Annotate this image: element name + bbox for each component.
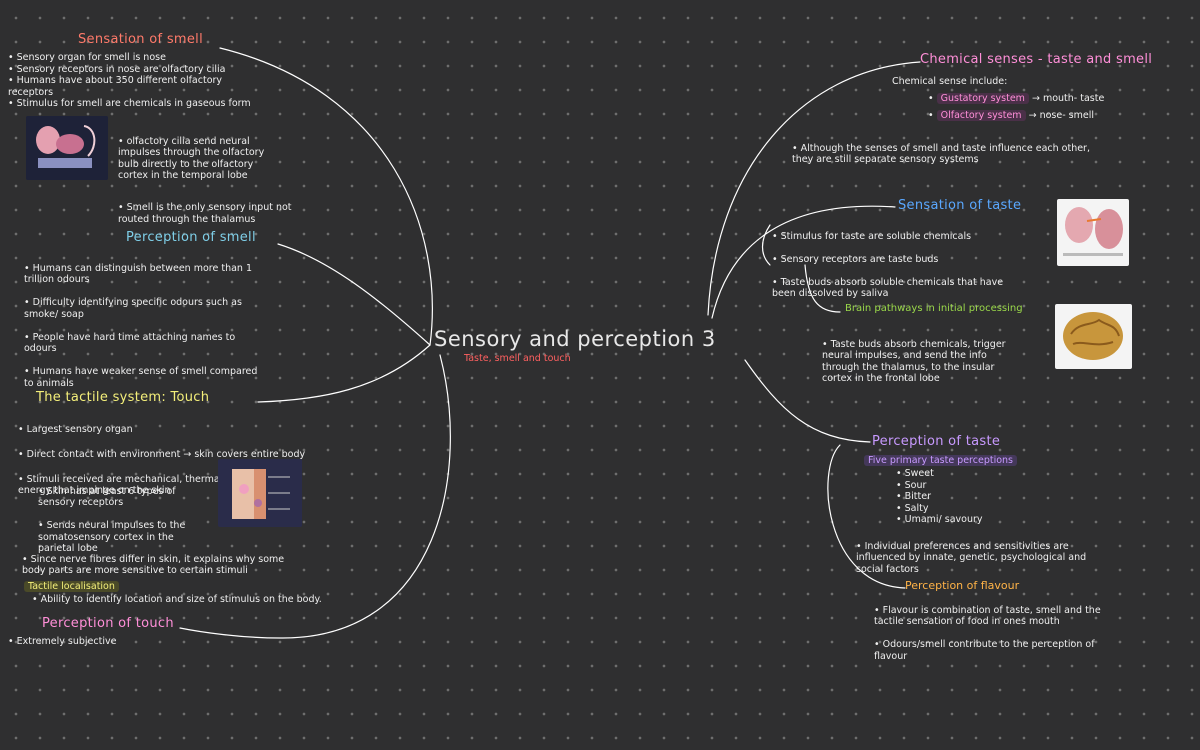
sensation-of-smell-title[interactable]: Sensation of smell — [78, 32, 203, 47]
taste-bullet: • Taste buds absorb soluble chemicals th… — [772, 276, 1004, 300]
perception-smell-bullet: • Humans have weaker sense of smell comp… — [24, 366, 258, 389]
flavour-bullet: • Flavour is combination of taste, smell… — [874, 604, 1101, 628]
sensation-of-taste-title[interactable]: Sensation of taste — [898, 198, 1022, 213]
perception-smell-bullet: • People have hard time attaching names … — [24, 331, 236, 355]
taste-list-item: • Salty — [896, 502, 929, 514]
olfactory-line: • Olfactory system → nose- smell — [928, 110, 1094, 121]
olfactory-system-label[interactable]: Olfactory system — [936, 110, 1026, 121]
taste-list: • Sweet • Sour • Bitter • Salty • Umami/… — [896, 468, 1016, 526]
touch-bullet: • Direct contact with environment → skin… — [18, 448, 306, 460]
connector-taste — [711, 205, 896, 319]
flavour-bullet: • Odours/smell contribute to the percept… — [874, 639, 1095, 662]
brain-image — [1055, 304, 1132, 369]
chemical-note: • Although the senses of smell and taste… — [792, 142, 1090, 166]
smell-bullet: • Sensory receptors in nose are olfactor… — [8, 63, 226, 75]
taste-list-item: • Umami/ savoury — [896, 514, 983, 525]
tactile-localisation-bullet: • Ability to identify location and size … — [32, 594, 322, 605]
smell-sub-bullet: • Smell is the only sensory input not ro… — [118, 202, 292, 225]
touch-sub-bullet: • Sends neural impulses to the somatosen… — [38, 520, 186, 554]
connector-sensation-smell — [219, 47, 433, 346]
smell-bullet: • Sensory organ for smell is nose — [8, 52, 166, 63]
tactile-localisation-label[interactable]: Tactile localisation — [24, 581, 119, 592]
flavour-bullets: • Flavour is combination of taste, smell… — [874, 593, 1164, 674]
perception-smell-bullet: • Humans can distinguish between more th… — [24, 262, 253, 286]
perception-of-flavour-title[interactable]: Perception of flavour — [905, 579, 1020, 592]
perception-of-touch-title[interactable]: Perception of touch — [42, 616, 174, 631]
perception-of-taste-title[interactable]: Perception of taste — [872, 434, 1001, 449]
touch-sub-bullet: • Skin has at least 6 types of sensory r… — [38, 485, 176, 509]
taste-list-item: • Bitter — [896, 491, 931, 502]
perception-touch-bullet: • Extremely subjective — [8, 636, 117, 647]
taste-bullet: • Sensory receptors are taste buds — [772, 253, 939, 265]
connector-perception-touch — [179, 354, 451, 639]
chemical-intro: Chemical sense include: — [892, 76, 1008, 87]
connector-brain — [804, 264, 841, 313]
connector-flavour — [827, 444, 906, 589]
taste-list-item: • Sour — [896, 479, 927, 491]
olfactory-anatomy-image — [26, 116, 108, 180]
connector-perception-taste — [744, 359, 871, 443]
skin-receptors-image — [218, 459, 302, 527]
smell-bullet: • Humans have about 350 different olfact… — [8, 75, 223, 98]
taste-bullets: • Stimulus for taste are soluble chemica… — [772, 219, 1062, 311]
gustatory-system-label[interactable]: Gustatory system — [936, 93, 1029, 104]
smell-sub-bullets: • olfactory cilia send neural impulses t… — [118, 124, 328, 237]
smell-bullet: • Stimulus for smell are chemicals in ga… — [8, 98, 251, 109]
touch-bullet: • Since nerve fibres differ in skin, it … — [22, 553, 285, 577]
center-subtitle: Taste, smell and touch — [464, 353, 571, 364]
gustatory-line: • Gustatory system → mouth- taste — [928, 93, 1105, 104]
connector-perception-smell — [277, 243, 431, 346]
brain-bullet: • Taste buds absorb chemicals, trigger n… — [822, 338, 1006, 385]
tongue-taste-bud-image — [1057, 199, 1129, 266]
perception-smell-bullets: • Humans can distinguish between more th… — [24, 251, 294, 401]
smell-bullet-list: • Sensory organ for smell is nose • Sens… — [8, 52, 298, 110]
smell-sub-bullet: • olfactory cilia send neural impulses t… — [118, 135, 265, 182]
brain-pathways-title[interactable]: Brain pathways in initial processing — [845, 303, 1023, 314]
chemical-senses-title[interactable]: Chemical senses - taste and smell — [920, 52, 1153, 67]
connector-chemical — [707, 61, 921, 316]
touch-bullet: • Largest sensory organ — [18, 423, 133, 435]
touch-sub-bullets: • Skin has at least 6 types of sensory r… — [38, 474, 213, 566]
tactile-system-title[interactable]: The tactile system: Touch — [36, 390, 210, 405]
five-primary-tastes-label[interactable]: Five primary taste perceptions — [864, 455, 1018, 466]
touch-bullet-last: • Since nerve fibres differ in skin, it … — [22, 542, 342, 588]
connector-touch — [257, 344, 431, 403]
perception-smell-bullet: • Difficulty identifying specific odours… — [24, 297, 242, 320]
taste-bullet: • Stimulus for taste are soluble chemica… — [772, 230, 972, 242]
perception-of-smell-title[interactable]: Perception of smell — [126, 230, 256, 245]
center-title[interactable]: Sensory and perception 3 — [434, 327, 716, 351]
taste-list-item: • Sweet — [896, 468, 934, 479]
connector-taste-bullets — [761, 224, 771, 266]
perception-taste-bullet: • Individual preferences and sensitiviti… — [856, 540, 1087, 575]
